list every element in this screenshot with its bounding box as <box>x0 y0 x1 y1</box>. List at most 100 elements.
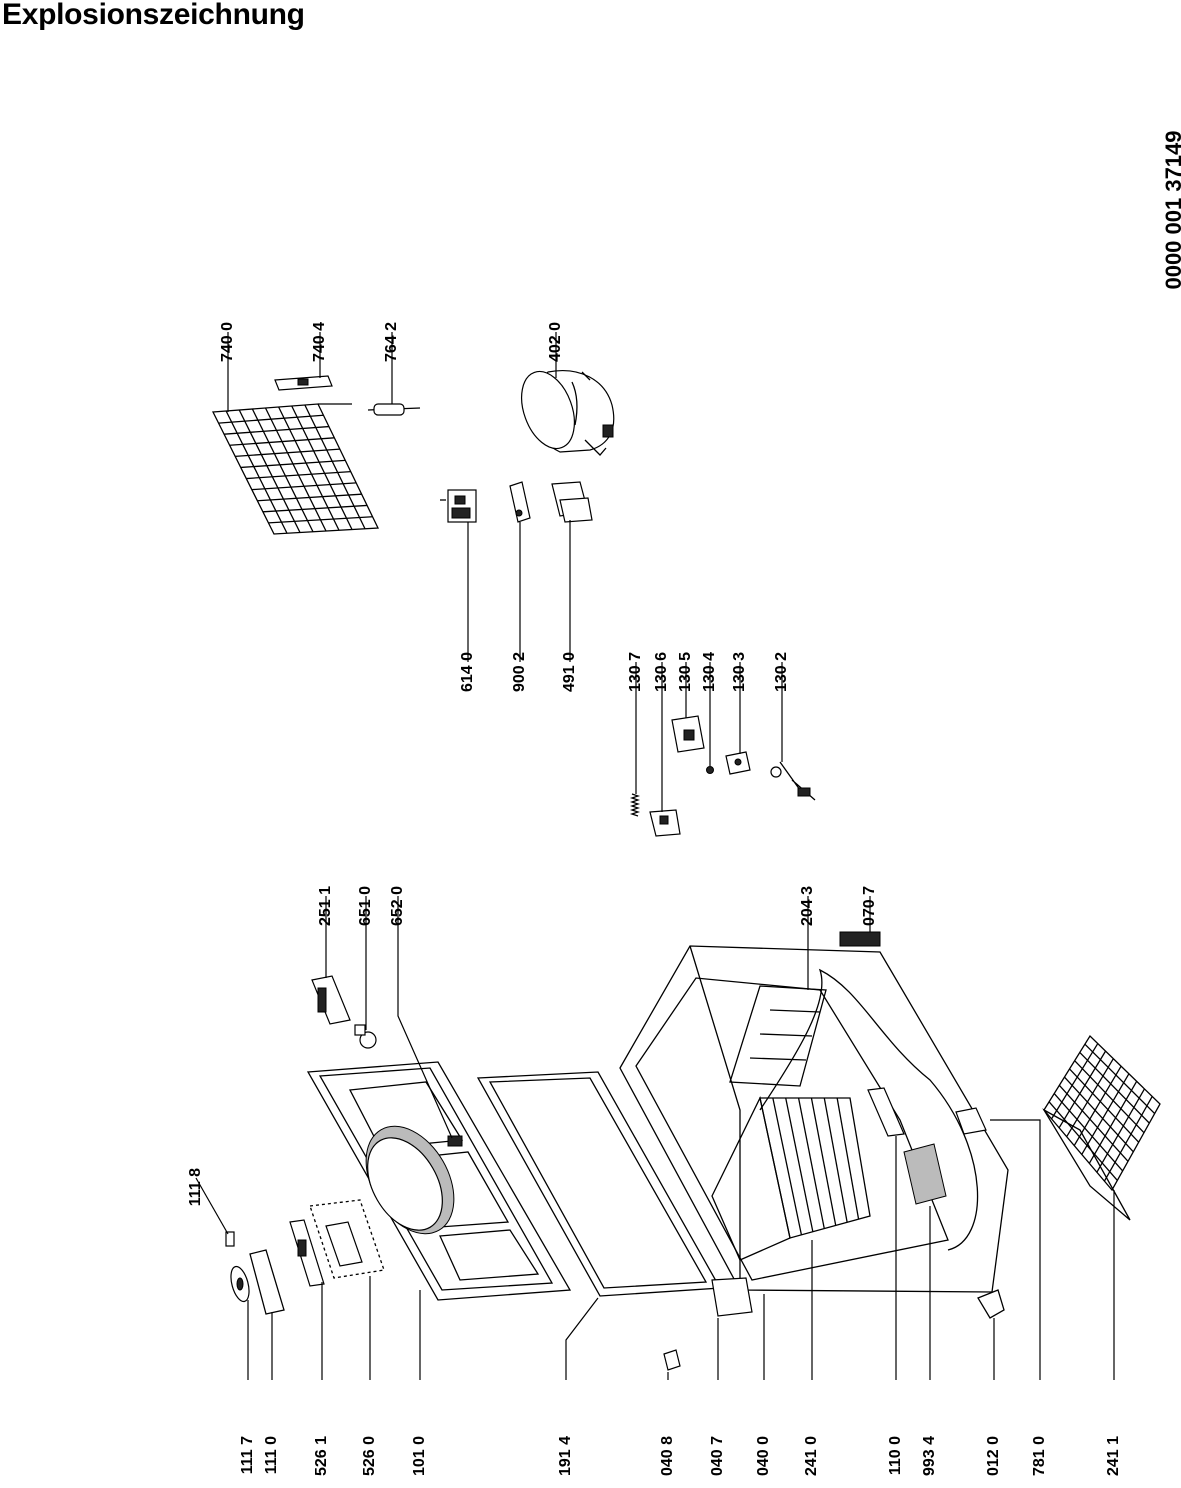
coil-tube <box>224 425 329 435</box>
coil-tube <box>304 404 366 530</box>
coil-tube <box>278 406 340 531</box>
basket-wire <box>785 1097 814 1232</box>
lamp-drawing <box>354 1024 377 1049</box>
basket-wire <box>1096 1088 1146 1173</box>
coil-tube <box>229 437 335 446</box>
coil-tube <box>246 470 351 480</box>
part-label-p1304: 130 4 <box>701 652 718 692</box>
basket-wire <box>1081 1073 1130 1155</box>
part-label-p1914: 191 4 <box>557 1436 574 1476</box>
coil-tube <box>251 482 357 491</box>
part-label-p0400: 040 0 <box>755 1436 772 1476</box>
thermostat-drawing <box>440 489 477 523</box>
divider-drawing <box>729 985 827 1087</box>
part-label-p7400: 740 0 <box>219 322 236 362</box>
leader-line-p7810 <box>990 1119 1041 1380</box>
leader-line-p1118 <box>195 1177 229 1235</box>
part-label-p0407: 040 7 <box>709 1436 726 1476</box>
page-title: Explosionszeichnung <box>2 0 305 31</box>
basket-wire <box>1088 1081 1138 1164</box>
basket-wire <box>1103 1096 1153 1182</box>
relay-drawing <box>509 481 531 523</box>
part-label-p7810: 781 0 <box>1031 1436 1048 1476</box>
basket-wire <box>1051 1043 1099 1120</box>
screw-drawing <box>706 766 714 774</box>
bracket-drawing <box>274 375 333 391</box>
basket-wire <box>1073 1065 1122 1146</box>
part-label-p1110: 111 0 <box>263 1436 280 1474</box>
spring-drawing <box>629 793 641 817</box>
hinge-pin-drawing <box>770 761 816 801</box>
seal-frame-drawing <box>249 1249 285 1315</box>
basket-wire <box>797 1097 825 1229</box>
part-label-p1306: 130 6 <box>653 652 670 692</box>
part-label-p1118: 111 8 <box>187 1168 204 1206</box>
light-housing-drawing <box>309 1199 385 1279</box>
basket-wire <box>1053 1093 1124 1172</box>
basket-wire <box>1048 1101 1118 1181</box>
lid-drawing <box>306 1061 572 1301</box>
thermostat-knob-drawing <box>311 975 351 1025</box>
part-label-p1100: 110 0 <box>887 1436 904 1475</box>
hinge-block-drawing <box>649 809 681 837</box>
seal-clip-drawing <box>225 1231 235 1247</box>
basket-wire <box>810 1097 837 1226</box>
coil-tube <box>238 409 301 533</box>
handle-drawing <box>867 1087 905 1137</box>
coil-tube <box>225 410 288 534</box>
part-label-p4910: 491 0 <box>561 652 578 692</box>
basket-wire <box>772 1097 803 1235</box>
filter-drier-drawing <box>367 403 421 416</box>
latch-housing-drawing <box>671 715 705 753</box>
part-label-p6510: 651 0 <box>357 886 374 926</box>
part-label-p4020: 402 0 <box>547 322 564 362</box>
basket-wire <box>823 1097 848 1223</box>
part-label-p1010: 101 0 <box>411 1436 428 1476</box>
part-label-p7642: 764 2 <box>383 322 400 362</box>
basket-wire <box>1066 1058 1114 1138</box>
coil-tube <box>218 414 324 424</box>
compressor-drawing <box>521 370 615 456</box>
basket-wire <box>1058 1050 1107 1129</box>
seal-ring-drawing <box>230 1265 250 1303</box>
control-panel-drawing <box>903 1143 947 1205</box>
part-label-p2511: 251 1 <box>317 886 334 926</box>
coil-tube <box>251 408 314 533</box>
lid-gasket-drawing <box>476 1071 722 1297</box>
part-label-p0120: 012 0 <box>985 1436 1002 1476</box>
part-label-p7404: 740 4 <box>311 322 328 362</box>
coil-tube <box>235 448 340 458</box>
part-label-p5261: 526 1 <box>313 1436 330 1476</box>
part-label-p2411: 241 1 <box>1105 1436 1122 1476</box>
basket-wire <box>1063 1076 1134 1153</box>
part-label-p0408: 040 8 <box>659 1436 676 1476</box>
coil-tube <box>291 405 353 530</box>
part-label-p1307: 130 7 <box>627 652 644 692</box>
condenser-coil-drawing <box>211 403 380 535</box>
part-label-p9002: 900 2 <box>511 652 528 692</box>
basket-wire <box>836 1097 860 1220</box>
part-label-p2410: 241 0 <box>803 1436 820 1476</box>
light-switch-drawing <box>289 1219 325 1287</box>
part-label-p2043: 204 3 <box>799 886 816 926</box>
part-label-p6140: 614 0 <box>459 652 476 692</box>
coil-tube <box>240 459 346 469</box>
coil-tube <box>262 504 368 513</box>
coil-tube <box>268 516 373 524</box>
part-label-p5260: 526 0 <box>361 1436 378 1476</box>
basket-wire <box>1074 1060 1145 1134</box>
part-label-p1302: 130 2 <box>773 652 790 692</box>
hinge-cover-drawing <box>711 1277 753 1317</box>
cabinet-drawing <box>619 945 1009 1293</box>
leader-line-p6520 <box>397 896 453 1139</box>
foot-drawing <box>955 1107 987 1135</box>
basket-wire <box>1069 1068 1140 1143</box>
clip-drawing <box>977 1289 1005 1319</box>
coil-tube <box>257 493 362 502</box>
part-label-p6520: 652 0 <box>389 886 406 926</box>
hinge-plate-drawing <box>725 751 751 775</box>
basket-wire <box>1084 1043 1156 1115</box>
part-label-p0707: 070 7 <box>861 886 878 926</box>
hinge-drawing <box>663 1349 681 1371</box>
part-label-p1117: 111 7 <box>239 1436 256 1474</box>
